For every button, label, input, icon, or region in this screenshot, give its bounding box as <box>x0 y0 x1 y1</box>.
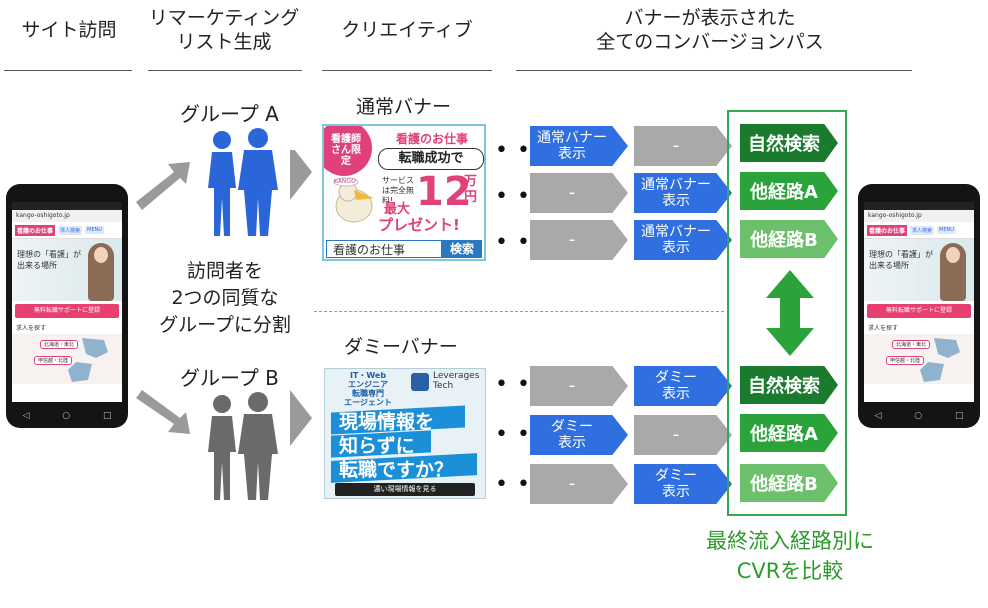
recent-icon: □ <box>955 411 964 421</box>
header-creative: クリエイティブ <box>341 19 473 41</box>
site-search-button: 求人検索 <box>58 225 83 235</box>
header-remarketing: リマーケティング リスト生成 <box>148 7 300 53</box>
group-b-label: グループ B <box>180 366 279 390</box>
leverages-brand: Leverages Tech <box>433 371 480 391</box>
site-search-button: 求人検索 <box>910 225 935 235</box>
divider-dashed <box>314 311 724 312</box>
dummy-cta: 濃い現場情報を見る <box>335 483 475 496</box>
home-icon: ○ <box>62 411 71 421</box>
chevron-right-icon <box>290 390 312 446</box>
site-logo: 看護のお仕事 <box>15 224 56 236</box>
back-icon: ◁ <box>874 411 882 421</box>
site-logo: 看護のお仕事 <box>867 224 908 236</box>
path-step: ダミー 表示 <box>634 464 732 504</box>
dummy-banner-title: ダミーバナー <box>344 336 458 358</box>
dummy-tagline: IT・Web エンジニア 転職専門 エージェント <box>344 371 392 407</box>
phone-left: kango-oshigoto.jp 看護のお仕事 求人検索 MENU 理想の「看… <box>6 184 128 428</box>
map-icon <box>920 338 960 382</box>
path-step: - <box>530 464 628 504</box>
present-text: プレゼント! <box>378 216 460 234</box>
path-step: - <box>530 366 628 406</box>
header-rule <box>516 70 912 71</box>
banner-headline: 転職成功で <box>378 148 484 170</box>
header-rule <box>4 70 132 71</box>
group-a-label: グループ A <box>180 102 279 126</box>
normal-banner-title: 通常バナー <box>356 96 452 118</box>
phone-screen: kango-oshigoto.jp 看護のお仕事 求人検索 MENU 理想の「看… <box>864 202 974 402</box>
final-channel-other-b: 他経路B <box>740 220 838 258</box>
japan-map: 北海道・東北 甲信越・北陸 <box>864 334 974 384</box>
result-caption: 最終流入経路別に CVRを比較 <box>706 529 874 583</box>
hero-image: 理想の「看護」が出来る場所 <box>12 239 122 301</box>
flow-arrows <box>136 150 312 446</box>
arrow-up-icon <box>136 162 190 210</box>
site-menu-button: MENU <box>937 226 956 234</box>
map-icon <box>68 338 108 382</box>
banner-brand: 看護のお仕事 <box>396 132 469 146</box>
final-channel-other-a: 他経路A <box>740 414 838 452</box>
find-jobs-label: 求人を探す <box>16 325 47 332</box>
banner-search-button: 検索 <box>442 240 482 258</box>
url-bar: kango-oshigoto.jp <box>12 210 122 222</box>
find-jobs-label: 求人を探す <box>868 325 899 332</box>
hero-image: 理想の「看護」が出来る場所 <box>864 239 974 301</box>
phone-screen: kango-oshigoto.jp 看護のお仕事 求人検索 MENU 理想の「看… <box>12 202 122 402</box>
chevron-right-icon <box>290 150 312 200</box>
register-cta: 無料転職サポートに登録 <box>867 304 971 318</box>
path-step: ダミー 表示 <box>530 415 628 455</box>
dummy-banner: IT・Web エンジニア 転職専門 エージェント Leverages Tech … <box>324 368 486 499</box>
final-channel-other-b: 他経路B <box>740 464 838 502</box>
people-blue-icon <box>208 128 278 236</box>
people-gray-icon <box>208 392 278 500</box>
path-step: ダミー 表示 <box>634 366 732 406</box>
banner-search-field: 看護のお仕事 <box>326 240 442 258</box>
path-step: - <box>634 126 732 166</box>
arrow-down-icon <box>136 390 190 434</box>
dummy-line3: 転職ですか？ <box>339 459 454 481</box>
normal-banner: 看護師さん限定 看護のお仕事 転職成功で KANGO サービスは完全無料! 最大… <box>322 124 486 261</box>
final-channel-other-a: 他経路A <box>740 172 838 210</box>
site-menu-button: MENU <box>85 226 104 234</box>
phone-right: kango-oshigoto.jp 看護のお仕事 求人検索 MENU 理想の「看… <box>858 184 980 428</box>
path-step: - <box>634 415 732 455</box>
final-channel-organic: 自然検索 <box>740 124 838 162</box>
compare-arrow-icon <box>766 270 814 356</box>
path-step: 通常バナー 表示 <box>530 126 628 166</box>
split-description: 訪問者を 2つの同質な グループに分割 <box>159 260 291 336</box>
final-channel-organic: 自然検索 <box>740 366 838 404</box>
path-step: - <box>530 220 628 260</box>
header-site-visit: サイト訪問 <box>21 19 117 41</box>
header-rule <box>322 70 492 71</box>
path-step: - <box>530 173 628 213</box>
pelican-mascot-icon <box>333 177 374 223</box>
bonus-amount: 12 <box>416 169 472 215</box>
nurse-only-badge: 看護師さん限定 <box>331 134 361 167</box>
header-rule <box>148 70 302 71</box>
register-cta: 無料転職サポートに登録 <box>15 304 119 318</box>
japan-map: 北海道・東北 甲信越・北陸 <box>12 334 122 384</box>
back-icon: ◁ <box>22 411 30 421</box>
leverages-logo-icon <box>411 373 429 391</box>
path-step: 通常バナー 表示 <box>634 173 732 213</box>
final-channel-frame <box>727 110 847 516</box>
dummy-line1: 現場情報を <box>339 411 435 433</box>
free-service-note: サービスは完全無料! <box>382 176 414 205</box>
path-step: 通常バナー 表示 <box>634 220 732 260</box>
dummy-line2: 知らずに <box>339 435 415 457</box>
recent-icon: □ <box>103 411 112 421</box>
header-conversion-paths: バナーが表示された 全てのコンバージョンパス <box>596 7 824 53</box>
url-bar: kango-oshigoto.jp <box>864 210 974 222</box>
home-icon: ○ <box>914 411 923 421</box>
